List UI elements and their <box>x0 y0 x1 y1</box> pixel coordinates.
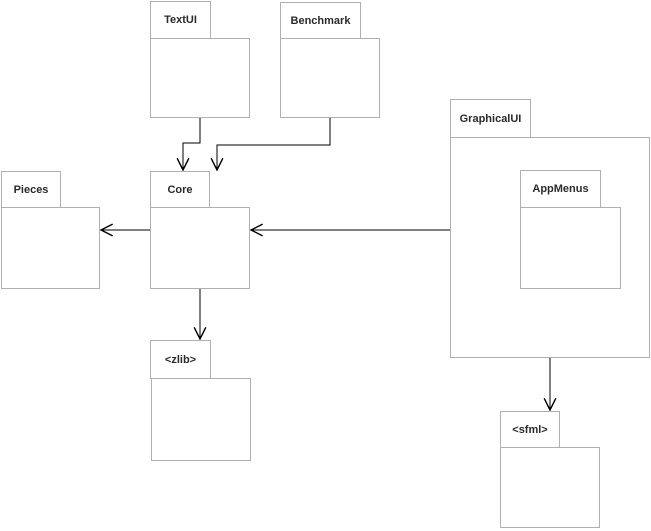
package-zlib-tab: <zlib> <box>150 340 211 379</box>
package-pieces-tab: Pieces <box>1 171 61 208</box>
package-textui-tab: TextUI <box>150 1 211 39</box>
package-appmenus-tab: AppMenus <box>520 170 601 208</box>
package-graphicalui-tab: GraphicalUI <box>450 99 531 138</box>
package-appmenus-label: AppMenus <box>532 183 589 195</box>
arrow-textui-to-core <box>183 118 201 170</box>
package-core-label: Core <box>167 183 193 196</box>
arrow-benchmark-to-core <box>217 118 331 170</box>
package-core-body <box>150 207 250 289</box>
package-sfml-body <box>500 447 600 528</box>
package-sfml-tab: <sfml> <box>500 411 560 448</box>
package-benchmark-tab: Benchmark <box>280 2 361 39</box>
package-pieces-body <box>1 207 100 289</box>
package-sfml-label: <sfml> <box>512 423 548 436</box>
package-textui-label: TextUI <box>164 14 197 26</box>
package-zlib-body <box>151 378 251 461</box>
package-benchmark-label: Benchmark <box>290 14 351 27</box>
package-textui-body <box>150 38 250 118</box>
package-pieces-label: Pieces <box>13 183 49 196</box>
package-core-tab: Core <box>150 171 210 208</box>
package-zlib-label: <zlib> <box>164 353 197 366</box>
package-appmenus-body <box>520 207 621 289</box>
package-graphicalui-label: GraphicalUI <box>459 112 522 125</box>
package-benchmark-body <box>280 38 380 118</box>
